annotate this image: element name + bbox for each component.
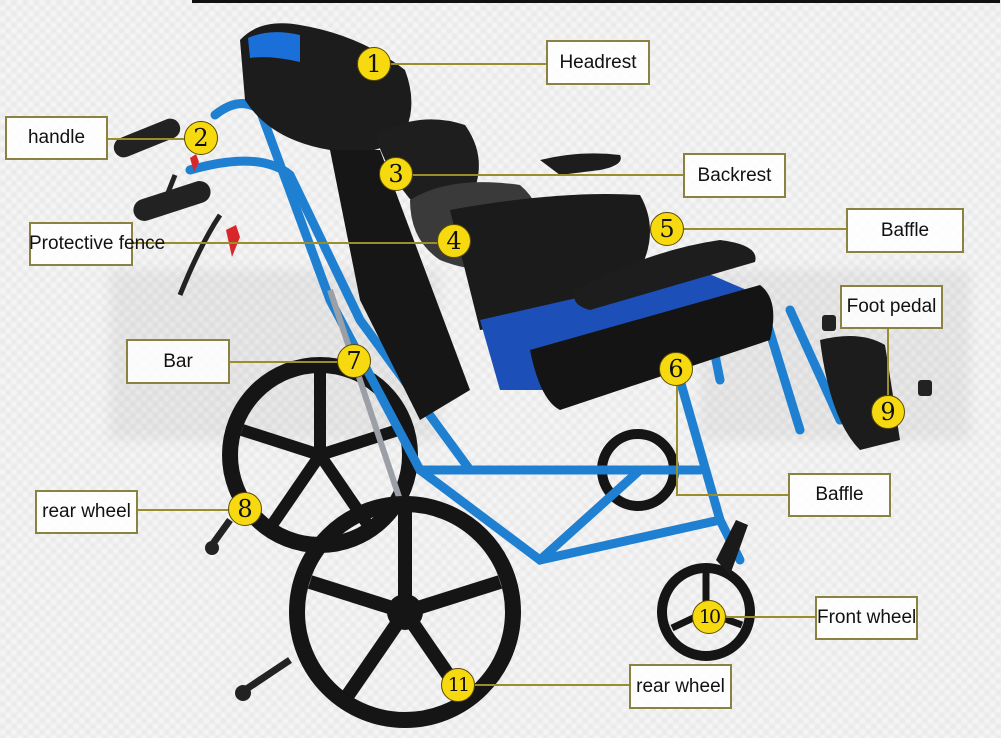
leader-line-4 [130, 242, 438, 244]
label-rear-wheel-8: rear wheel [35, 490, 138, 534]
bar-rod [327, 289, 403, 501]
seat-back-cushion [450, 194, 650, 330]
leader-line-2 [107, 138, 187, 140]
leader-line-3 [412, 174, 684, 176]
label-handle: handle [5, 116, 108, 160]
handles [113, 118, 240, 296]
label-foot-pedal: Foot pedal [840, 285, 943, 329]
callout-badge-3: 3 [379, 157, 413, 191]
leader-line-9 [887, 328, 889, 398]
label-baffle-5: Baffle [846, 208, 964, 253]
leader-line-7 [229, 361, 339, 363]
callout-badge-6: 6 [659, 352, 693, 386]
label-rear-wheel-11: rear wheel [629, 664, 732, 709]
leader-line-6-vertical [676, 385, 678, 495]
label-baffle-6: Baffle [788, 473, 891, 517]
callout-badge-11: 11 [441, 668, 475, 702]
armrest-front [574, 240, 756, 310]
foot-pedal-shape [820, 315, 932, 450]
rear-wheel-front [289, 496, 521, 728]
label-headrest: Headrest [546, 40, 650, 85]
callout-badge-2: 2 [184, 121, 218, 155]
top-border-bar [192, 0, 1000, 3]
leader-line-11 [472, 684, 630, 686]
front-wheel-caster [657, 520, 755, 661]
callout-badge-4: 4 [437, 224, 471, 258]
seat-side-panel [530, 285, 774, 410]
back-pad [330, 150, 470, 420]
leader-line-10 [726, 616, 816, 618]
label-protective-fence: Protective fence [29, 222, 165, 266]
label-bar: Bar [126, 339, 230, 384]
leader-line-5 [683, 228, 846, 230]
leader-line-6-horizontal [676, 494, 788, 496]
label-backrest: Backrest [683, 153, 786, 198]
callout-badge-8: 8 [228, 492, 262, 526]
callout-badge-7: 7 [337, 344, 371, 378]
anti-tip-wheels [205, 517, 292, 701]
label-front-wheel: Front wheel [815, 596, 918, 640]
callout-badge-5: 5 [650, 212, 684, 246]
callout-badge-9: 9 [871, 395, 905, 429]
leader-line-8 [137, 509, 229, 511]
armrest-back [540, 153, 621, 175]
callout-badge-10: 10 [692, 600, 726, 634]
callout-badge-1: 1 [357, 47, 391, 81]
leader-line-1 [390, 63, 547, 65]
